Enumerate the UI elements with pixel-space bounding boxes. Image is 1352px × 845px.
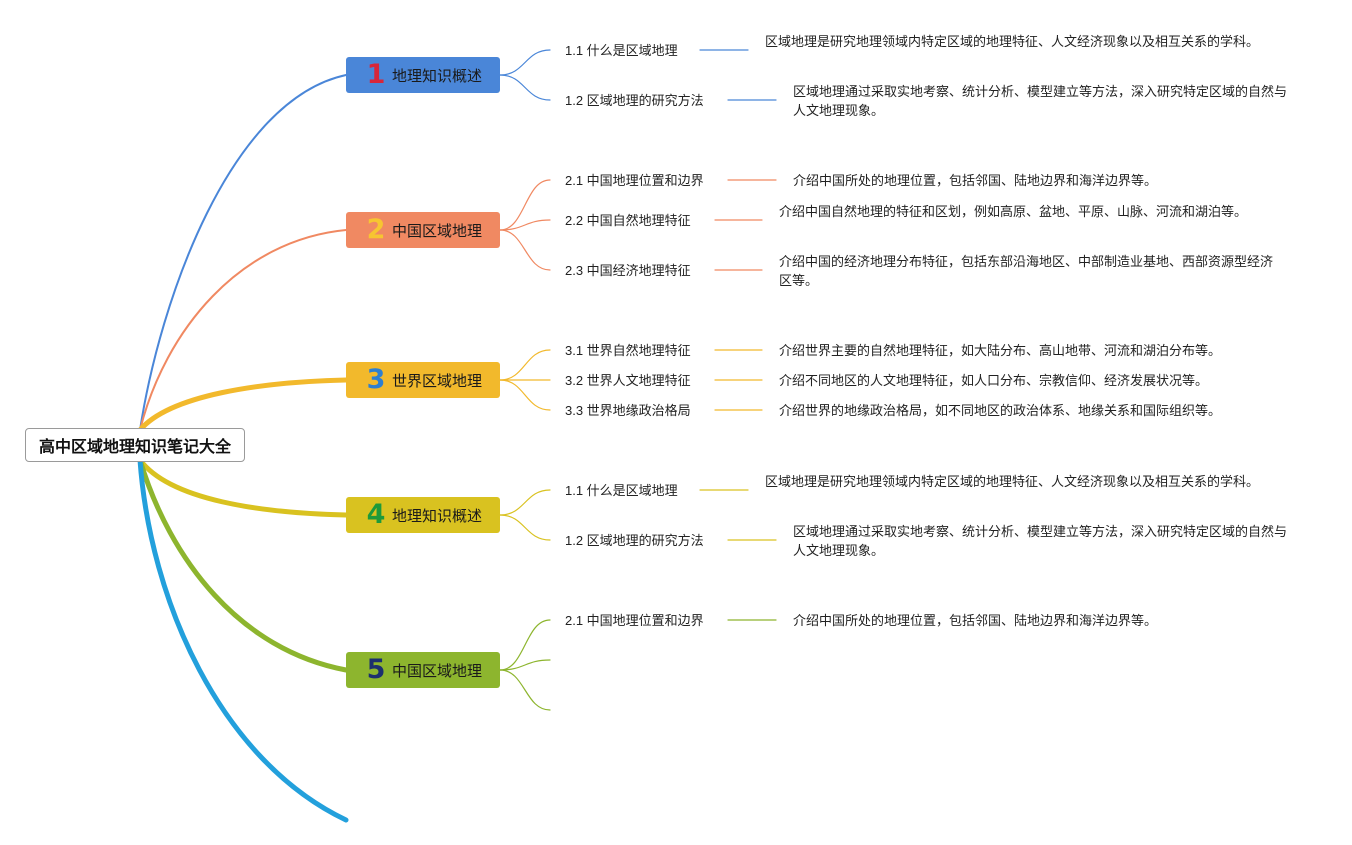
subtopic-3-1[interactable]: 3.1 世界自然地理特征 (565, 343, 691, 358)
description-1-2: 区域地理通过采取实地考察、统计分析、模型建立等方法，深入研究特定区域的自然与人文… (793, 84, 1288, 118)
subtopic-3-2[interactable]: 3.2 世界人文地理特征 (565, 373, 691, 388)
branch-5-label: 中国区域地理 (392, 662, 483, 680)
connector-root-extra (137, 457, 349, 823)
connector-branch-1-sub-2 (499, 74, 551, 101)
connector-root-branch-1 (139, 74, 347, 431)
branch-2-topic[interactable]: 2 中国区域地理 (346, 212, 500, 248)
subtopic-4-1[interactable]: 1.1 什么是区域地理 (565, 483, 678, 498)
connector-branch-3-sub-3 (499, 379, 551, 411)
subtopic-4-2[interactable]: 1.2 区域地理的研究方法 (565, 533, 704, 548)
subtopic-3-3[interactable]: 3.3 世界地缘政治格局 (565, 403, 691, 418)
description-3-3: 介绍世界的地缘政治格局，如不同地区的政治体系、地缘关系和国际组织等。 (779, 403, 1222, 418)
connector-root-branch-4 (137, 457, 349, 518)
root-topic-label: 高中区域地理知识笔记大全 (38, 439, 231, 456)
description-4-1: 区域地理是研究地理领域内特定区域的地理特征、人文经济现象以及相互关系的学科。 (765, 474, 1260, 489)
branch-4-number: 4 (366, 499, 386, 530)
connector-branch-3-sub-1 (499, 349, 551, 381)
branch-3-topic[interactable]: 3 世界区域地理 (346, 362, 500, 398)
connector-branch-4-sub-1 (499, 489, 551, 516)
branch-1-label: 地理知识概述 (392, 67, 483, 85)
connector-branch-2-sub-1 (499, 179, 551, 231)
connector-branch-2-sub-3 (499, 229, 551, 271)
description-1-1: 区域地理是研究地理领域内特定区域的地理特征、人文经济现象以及相互关系的学科。 (765, 34, 1260, 49)
description-5-1: 介绍中国所处的地理位置，包括邻国、陆地边界和海洋边界等。 (793, 613, 1158, 628)
subtopic-1-1[interactable]: 1.1 什么是区域地理 (565, 43, 678, 58)
root-topic[interactable]: 高中区域地理知识笔记大全 (25, 428, 245, 462)
connector-branch-1-sub-1 (499, 49, 551, 76)
subtopic-5-1[interactable]: 2.1 中国地理位置和边界 (565, 613, 704, 628)
connector-branch-4-sub-2 (499, 514, 551, 541)
subtopic-2-3[interactable]: 2.3 中国经济地理特征 (565, 263, 691, 278)
subtopic-2-2[interactable]: 2.2 中国自然地理特征 (565, 213, 691, 228)
description-3-1: 介绍世界主要的自然地理特征，如大陆分布、高山地带、河流和湖泊分布等。 (779, 343, 1222, 358)
subtopic-2-1[interactable]: 2.1 中国地理位置和边界 (565, 173, 704, 188)
branch-4-topic[interactable]: 4 地理知识概述 (346, 497, 500, 533)
branch-2-label: 中国区域地理 (392, 222, 483, 240)
connector-root-branch-5 (137, 457, 349, 673)
branch-3-label: 世界区域地理 (392, 372, 483, 390)
description-4-2: 区域地理通过采取实地考察、统计分析、模型建立等方法，深入研究特定区域的自然与人文… (793, 524, 1288, 558)
branch-5-number: 5 (366, 654, 386, 685)
branch-5-topic[interactable]: 5 中国区域地理 (346, 652, 500, 688)
connector-branch-5-sub-1 (499, 619, 551, 671)
connector-branch-5-sub-3 (499, 669, 551, 711)
connector-branch-2-sub-2 (499, 219, 551, 231)
branch-3-number: 3 (366, 364, 386, 395)
description-3-2: 介绍不同地区的人文地理特征，如人口分布、宗教信仰、经济发展状况等。 (779, 373, 1209, 388)
branch-1-number: 1 (366, 59, 386, 90)
branch-2-number: 2 (366, 214, 386, 245)
description-2-1: 介绍中国所处的地理位置，包括邻国、陆地边界和海洋边界等。 (793, 173, 1158, 188)
connector-branch-5-sub-2 (499, 659, 551, 671)
branch-1-topic[interactable]: 1 地理知识概述 (346, 57, 500, 93)
connector-root-branch-2 (139, 229, 347, 431)
description-2-2: 介绍中国自然地理的特征和区划，例如高原、盆地、平原、山脉、河流和湖泊等。 (779, 204, 1248, 219)
branch-4-label: 地理知识概述 (392, 507, 483, 525)
connector-root-branch-3 (137, 377, 349, 433)
description-2-3: 介绍中国的经济地理分布特征，包括东部沿海地区、中部制造业基地、西部资源型经济区等… (779, 254, 1274, 288)
subtopic-1-2[interactable]: 1.2 区域地理的研究方法 (565, 93, 704, 108)
